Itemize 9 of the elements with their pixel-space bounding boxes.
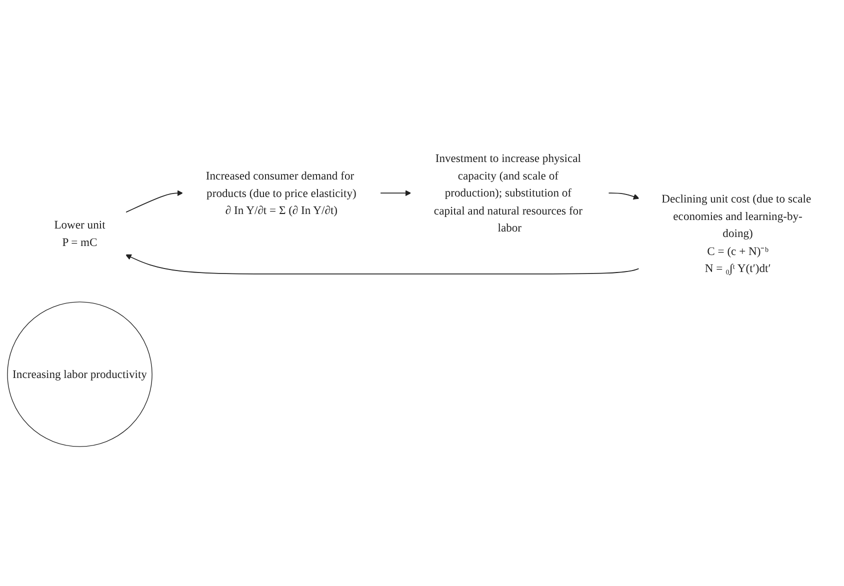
arrow (608, 192, 640, 200)
node-text: Investment to increase physical capacity (and scale of production); substitution of capital and natural resources for labor (434, 152, 582, 234)
node-circle: Increasing labor productivity (7, 302, 152, 447)
arrow (125, 254, 640, 274)
node-text: Declining unit cost (due to scale economies and learning-by-doing) C = (c + N)⁻ᵇ N = ₀∫ᵗ Y(t′)dt′ (662, 192, 812, 275)
node-text: Lower unit P = mC (54, 218, 106, 248)
arrow (125, 190, 183, 213)
node-text: Increased consumer demand for products (due to price elasticity) ∂ In Y/∂t = Σ (∂ In Y/∂t) (206, 169, 356, 217)
arrow (380, 190, 412, 196)
